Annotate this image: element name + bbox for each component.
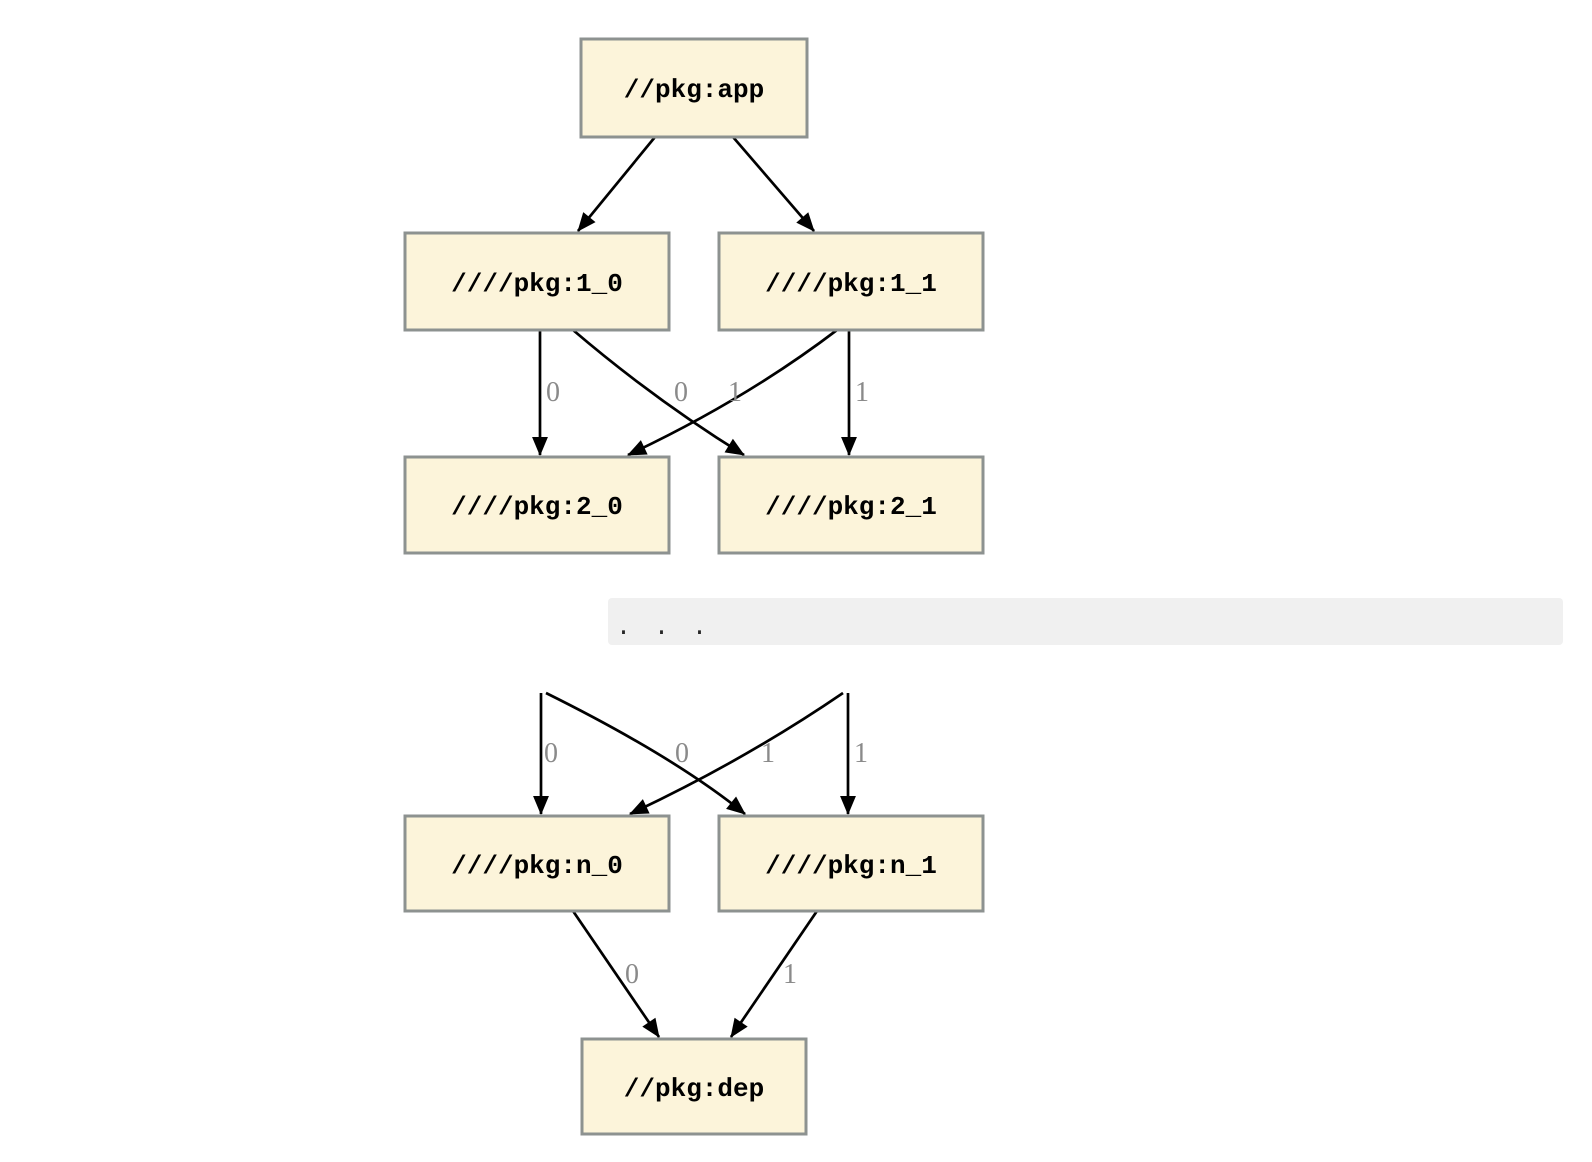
node-box: [717, 814, 985, 913]
edge-label: 0: [625, 959, 639, 990]
edge-label: 1: [783, 959, 797, 990]
edge-ellipsis-to-n-1-cross: [545, 691, 746, 816]
node-label: ////pkg:1_0: [451, 269, 623, 299]
ellipsis-bar-background: [608, 598, 1563, 645]
edge-app-to-1-0: [576, 136, 657, 232]
node-pkg-n-1: ////pkg:n_1: [717, 814, 985, 913]
edge-label: 1: [854, 738, 868, 769]
node-label: //pkg:app: [624, 75, 764, 105]
edge-label: 1: [728, 377, 742, 408]
edge-1-1-to-2-0: [627, 328, 838, 457]
edge-label: 1: [855, 377, 869, 408]
node-pkg-2-0: ////pkg:2_0: [403, 455, 671, 555]
ellipsis-dots: . . .: [616, 613, 711, 642]
edge-1-0-to-2-1: [572, 328, 745, 457]
node-pkg-1-1: ////pkg:1_1: [717, 231, 985, 332]
node-box: [403, 455, 671, 555]
node-label: ////pkg:n_0: [451, 851, 623, 881]
edge-ellipsis-to-n-0-cross: [629, 691, 844, 816]
node-pkg-app: //pkg:app: [579, 37, 809, 139]
node-box: [580, 1037, 808, 1136]
node-box: [403, 814, 671, 913]
edge-label: 0: [546, 377, 560, 408]
edge-label: 0: [674, 377, 688, 408]
node-box: [579, 37, 809, 139]
edge-n-0-to-dep: [571, 910, 661, 1038]
ellipsis-bar: . . .: [608, 598, 1563, 645]
edge-labels: 0 0 1 1 0 0 1 1 0 1: [544, 377, 869, 990]
node-label: ////pkg:1_1: [765, 269, 937, 299]
edge-label: 0: [544, 738, 558, 769]
edge-label: 0: [675, 738, 689, 769]
node-label: ////pkg:2_1: [765, 492, 937, 522]
edges: [532, 136, 857, 1038]
node-pkg-dep: //pkg:dep: [580, 1037, 808, 1136]
nodes: //pkg:app ////pkg:1_0 ////pkg:1_1 ////pk…: [403, 37, 985, 1136]
node-label: //pkg:dep: [624, 1074, 764, 1104]
edge-label: 1: [761, 738, 775, 769]
node-pkg-2-1: ////pkg:2_1: [717, 455, 985, 555]
node-label: ////pkg:2_0: [451, 492, 623, 522]
node-label: ////pkg:n_1: [765, 851, 937, 881]
edge-app-to-1-1: [731, 136, 816, 232]
node-box: [717, 231, 985, 332]
node-pkg-n-0: ////pkg:n_0: [403, 814, 671, 913]
node-pkg-1-0: ////pkg:1_0: [403, 231, 671, 332]
edge-n-1-to-dep: [729, 910, 819, 1038]
node-box: [403, 231, 671, 332]
node-box: [717, 455, 985, 555]
